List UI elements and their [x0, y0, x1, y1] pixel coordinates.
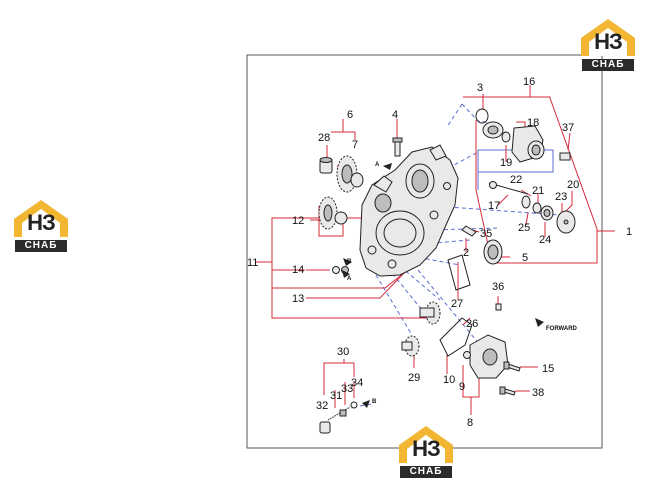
callout-30: 30 [337, 346, 349, 358]
pump-cover [463, 334, 509, 379]
callout-20: 20 [567, 179, 579, 191]
callout-15: 15 [542, 363, 554, 375]
callout-11: 11 [247, 257, 258, 269]
view-tag-a-mid: A [342, 270, 352, 282]
callout-32: 32 [316, 400, 328, 412]
callout-3: 3 [477, 82, 483, 94]
view-tag-a-upper: A [375, 162, 392, 170]
callout-5: 5 [522, 252, 528, 264]
callout-7: 7 [352, 139, 358, 151]
brand-logo-bottom: НЗ СНАБ [395, 423, 457, 481]
relief-valve-30 [319, 401, 358, 434]
callout-10: 10 [443, 374, 455, 386]
brand-logo-top-right: НЗ СНАБ [577, 16, 639, 74]
logo-letters: НЗ [594, 29, 623, 54]
oil-seal-5 [483, 239, 503, 265]
logo-house-icon [14, 200, 68, 237]
callout-28: 28 [318, 132, 330, 144]
bolt-38 [499, 386, 516, 396]
callout-23: 23 [555, 191, 567, 203]
callout-8: 8 [467, 417, 473, 429]
brand-logo-left: НЗ СНАБ [10, 197, 72, 255]
callout-19: 19 [500, 157, 512, 169]
idler-gear-12 [318, 196, 348, 230]
gasket-26 [439, 317, 473, 357]
view-tag-a-mid-label: A [347, 276, 352, 282]
callout-22: 22 [510, 174, 522, 186]
pin-35 [461, 225, 477, 237]
view-tag-a-upper-label: A [375, 162, 380, 168]
callout-34: 34 [351, 377, 363, 389]
bolt-36 [495, 303, 502, 311]
logo-caption: СНАБ [582, 59, 634, 71]
callout-31: 31 [330, 390, 342, 402]
o-ring-3 [475, 108, 489, 124]
callout-24: 24 [539, 234, 551, 246]
logo-caption: СНАБ [15, 240, 67, 252]
bolt-4 [392, 137, 403, 157]
callout-numbers: 1 2 3 4 5 6 7 8 9 10 11 12 13 14 15 16 1… [247, 76, 632, 429]
gear-13 [419, 301, 441, 325]
logo-house-icon [581, 19, 635, 56]
callout-17: 17 [488, 200, 500, 212]
callout-18: 18 [527, 117, 539, 129]
forward-label: FORWARD [546, 326, 578, 332]
callout-9: 9 [459, 381, 465, 393]
timing-case-housing [359, 144, 459, 277]
callout-29: 29 [408, 372, 420, 384]
callout-13: 13 [292, 293, 304, 305]
callout-35: 35 [480, 228, 492, 240]
bushing-7 [350, 172, 364, 188]
callout-14: 14 [292, 264, 304, 276]
view-tag-b-lower-label: B [372, 399, 377, 405]
callout-33: 33 [341, 383, 353, 395]
callout-12: 12 [292, 215, 304, 227]
callout-36: 36 [492, 281, 504, 293]
callout-26: 26 [466, 318, 478, 330]
gasket-27 [447, 254, 471, 291]
callout-2: 2 [463, 247, 469, 259]
callout-6: 6 [347, 109, 353, 121]
view-tag-b-mid: B [343, 258, 352, 266]
plug-28 [319, 157, 333, 174]
logo-letters: НЗ [412, 436, 441, 461]
callout-16: 16 [523, 76, 535, 88]
pump-subassembly-16 [482, 121, 576, 234]
callout-27: 27 [451, 298, 463, 310]
logo-letters: НЗ [27, 210, 56, 235]
callout-1: 1 [626, 226, 632, 238]
subassembly-16-box [463, 85, 598, 264]
view-tag-b-mid-label: B [347, 259, 352, 265]
forward-arrow: FORWARD [535, 318, 578, 332]
callout-37: 37 [562, 122, 574, 134]
callout-25: 25 [518, 222, 530, 234]
leader-lines [255, 94, 615, 415]
callout-4: 4 [392, 109, 398, 121]
logo-caption: СНАБ [400, 466, 452, 478]
callout-21: 21 [532, 185, 544, 197]
logo-house-icon [399, 426, 453, 463]
view-tag-b-lower: B [362, 399, 377, 408]
callout-38: 38 [532, 387, 544, 399]
bolt-15 [503, 361, 521, 372]
gear-29 [401, 335, 420, 357]
